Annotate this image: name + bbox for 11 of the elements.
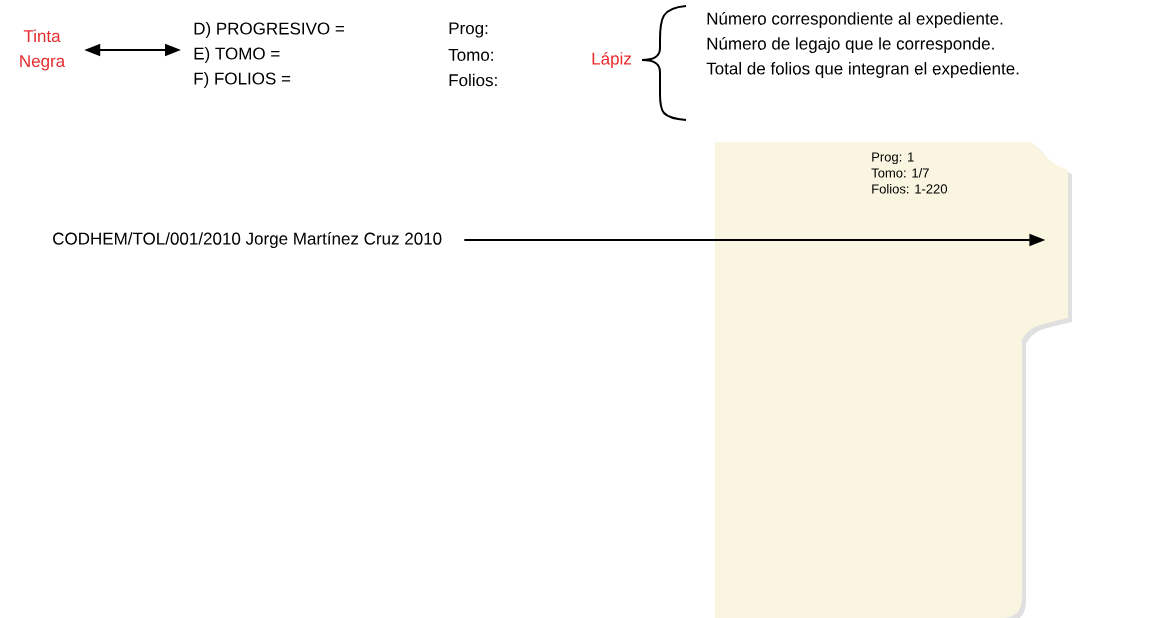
description-text: Número correspondiente al expediente. <box>707 12 1003 28</box>
file-code-text: CODHEM/TOL/001/2010 Jorge Martínez Cruz 2010 <box>53 232 442 248</box>
field-list: D) PROGRESIVO = E) TOMO = F) FOLIOS = <box>194 22 344 88</box>
note-text: Lápiz <box>592 52 631 68</box>
field-label: Prog: <box>449 22 488 38</box>
field-label: Folios: <box>449 73 497 87</box>
folder-drawing: Prog: 1 Tomo: 1/7 Folios: 1-220 <box>715 142 1072 618</box>
note-text: Tinta Negra <box>20 29 66 71</box>
field-label: Tomo: <box>448 49 493 61</box>
description-text: Número de legajo que le corresponde. <box>707 37 994 53</box>
description-text: Total de folios que integran el expediente. <box>706 62 1019 78</box>
